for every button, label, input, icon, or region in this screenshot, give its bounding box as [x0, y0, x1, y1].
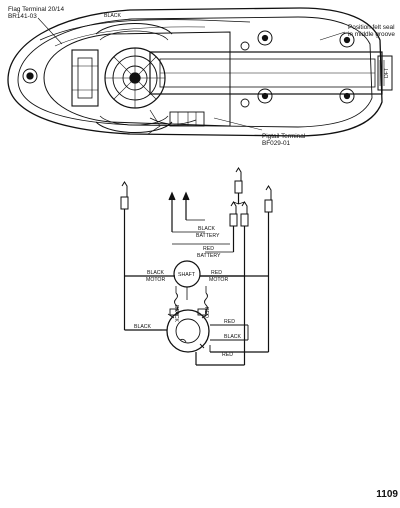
top-labels: Flag Terminal 20/14 BR141-03 BLACK Posit…	[8, 6, 395, 147]
flag-terminal-part: BR141-03	[8, 13, 37, 20]
felt-seal-label-2: in middle groove	[348, 31, 395, 38]
black-lead-label: BLACK	[134, 324, 152, 330]
red-motor-label-2: MOTOR	[209, 277, 228, 283]
flag-terminal-label: Flag Terminal 20/14	[8, 6, 64, 13]
red-lead-label: RED	[224, 319, 235, 325]
shaft-label: SHAFT	[178, 272, 196, 278]
felt-seal-label-1: Position felt seal	[348, 24, 395, 31]
schematic-labels: BLACK BATTERY RED BATTERY BLACK MOTOR SH…	[134, 226, 242, 358]
red-bottom-label: RED	[222, 352, 233, 358]
black-wire-label: BLACK	[104, 13, 122, 19]
tail-label: DFT	[384, 67, 390, 78]
battery-label-1: BATTERY	[196, 233, 220, 239]
black-motor-label-2: MOTOR	[146, 277, 165, 283]
pigtail-terminal-label: Pigtail Terminal	[262, 133, 305, 140]
brush-black-label: BLACK	[173, 305, 179, 323]
black-lead-right-label: BLACK	[224, 334, 242, 340]
wiring-schematic	[120, 167, 273, 366]
battery-red-label: RED	[203, 246, 214, 252]
motor-housing-drawing	[7, 7, 393, 137]
pigtail-terminal-part: BF029-01	[262, 140, 291, 147]
battery-label-2: BATTERY	[197, 253, 221, 259]
red-motor-label-1: RED	[211, 270, 222, 276]
brush-red-label: RED	[203, 307, 209, 318]
black-motor-label-1: BLACK	[147, 270, 165, 276]
figure-code: 1109	[376, 489, 398, 500]
battery-black-label: BLACK	[198, 226, 216, 232]
